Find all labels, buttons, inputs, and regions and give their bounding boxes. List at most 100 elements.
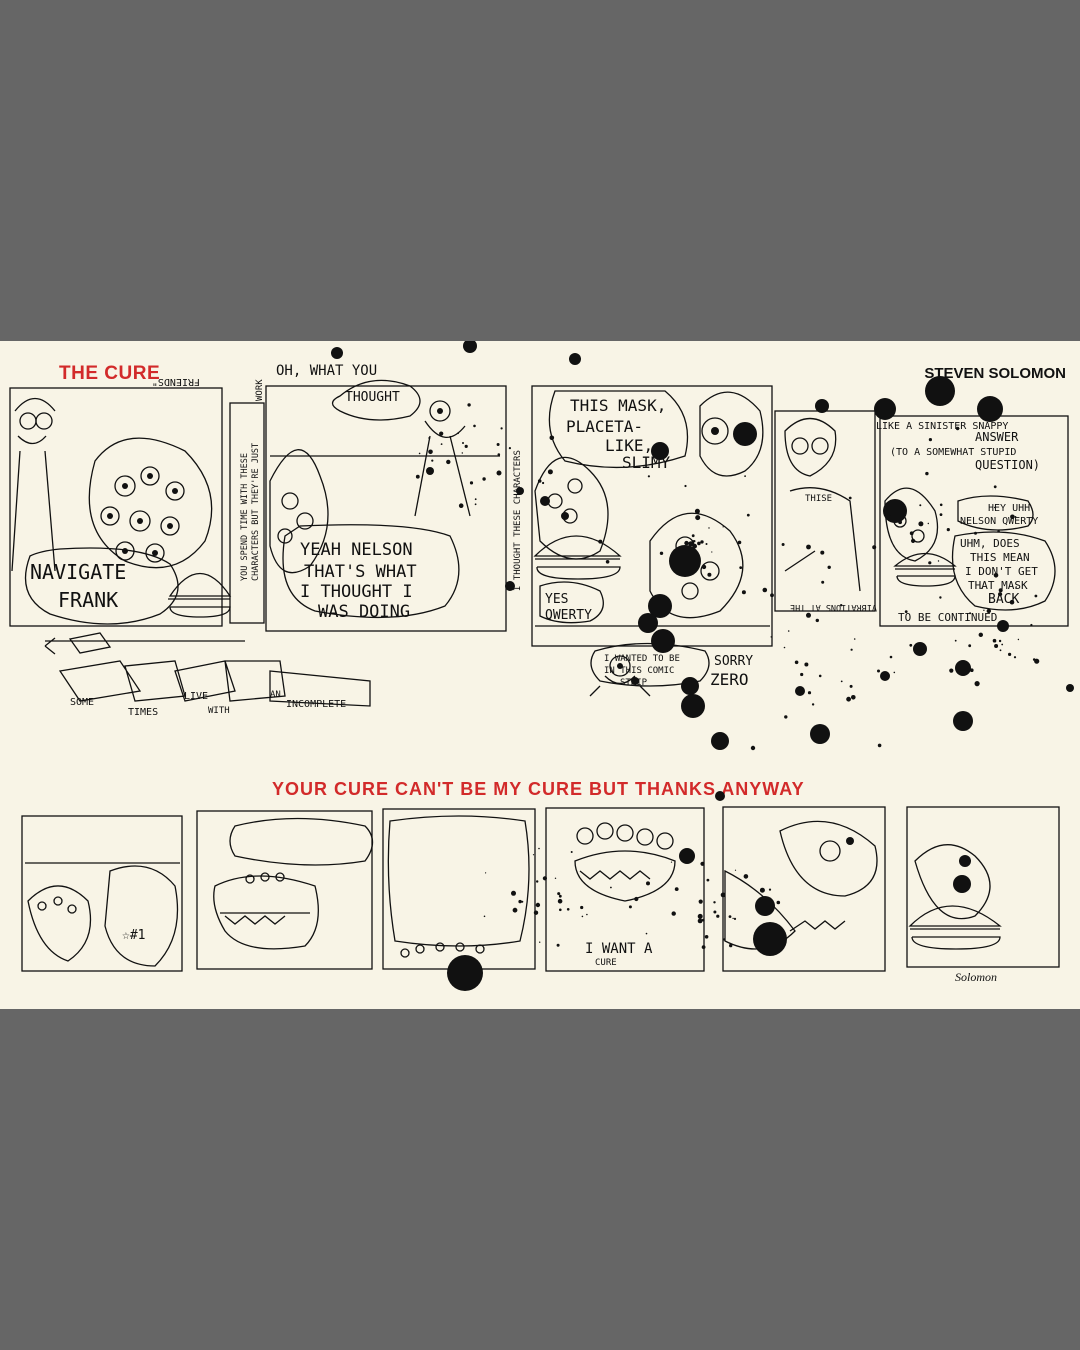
uhm-5: BACK bbox=[988, 592, 1019, 607]
ink-speck bbox=[701, 945, 706, 949]
ink-speck bbox=[937, 560, 940, 562]
author-name: STEVEN SOLOMON bbox=[924, 365, 1066, 382]
sorry-1: SORRY bbox=[714, 654, 753, 669]
ink-speck bbox=[716, 914, 720, 918]
ink-speck bbox=[708, 527, 710, 529]
ink-speck bbox=[998, 639, 1002, 643]
ink-speck bbox=[581, 915, 584, 918]
balloon-yeah-2: THAT'S WHAT bbox=[304, 562, 417, 582]
ink-speck bbox=[711, 551, 713, 553]
bottom-panel-6 bbox=[906, 806, 1060, 968]
ink-speck bbox=[806, 612, 811, 618]
ink-speck bbox=[853, 638, 856, 640]
ink-speck bbox=[701, 564, 707, 570]
ink-speck bbox=[980, 587, 982, 589]
ink-speck bbox=[994, 644, 999, 648]
thought-group-caption: I THOUGHT THESE CHARACTERS bbox=[513, 450, 523, 591]
ink-speck bbox=[781, 543, 785, 546]
ink-speck bbox=[558, 894, 562, 898]
yes-qwerty-2: QWERTY bbox=[545, 608, 592, 623]
comic-subtitle: YOUR CURE CAN'T BE MY CURE BUT THANKS AN… bbox=[272, 779, 805, 799]
side-caption-2: CHARACTERS BUT THEY'RE JUST bbox=[251, 443, 261, 581]
ink-speck bbox=[722, 526, 724, 528]
ink-speck bbox=[1034, 594, 1038, 598]
ink-speck bbox=[580, 905, 584, 910]
ink-speck bbox=[697, 913, 703, 919]
ink-speck bbox=[701, 918, 705, 922]
ink-speck bbox=[670, 861, 673, 863]
sometimes-6: INCOMPLETE bbox=[286, 699, 346, 710]
ink-speck bbox=[741, 590, 746, 595]
ink-speck bbox=[807, 691, 812, 695]
ink-speck bbox=[556, 943, 560, 947]
uhm-2: THIS MEAN bbox=[970, 551, 1030, 564]
sometimes-1: SOME bbox=[70, 697, 94, 708]
ink-speck bbox=[707, 572, 712, 577]
ink-speck bbox=[458, 503, 464, 508]
ink-speck bbox=[1034, 658, 1040, 664]
ink-speck bbox=[566, 908, 570, 911]
ink-speck bbox=[512, 907, 518, 913]
ink-speck bbox=[485, 872, 487, 874]
ink-speck bbox=[547, 469, 553, 475]
snappy-1: LIKE A SINISTER SNAPPY bbox=[876, 421, 1008, 432]
ink-speck bbox=[570, 851, 573, 853]
ink-speck bbox=[968, 644, 972, 648]
ink-speck bbox=[993, 573, 999, 578]
ink-speck bbox=[983, 609, 985, 611]
ink-speck bbox=[697, 541, 701, 546]
ink-speck bbox=[998, 592, 1003, 597]
ink-speck bbox=[610, 886, 612, 889]
ink-speck bbox=[827, 565, 831, 569]
ink-speck bbox=[598, 539, 603, 544]
top-panel-1 bbox=[9, 387, 232, 627]
ink-speck bbox=[497, 453, 501, 456]
ink-speck bbox=[695, 515, 701, 521]
ink-speck bbox=[746, 513, 750, 517]
ink-speck bbox=[428, 449, 433, 455]
ink-speck bbox=[872, 545, 877, 550]
ink-speck bbox=[728, 915, 732, 918]
ink-splatter bbox=[331, 341, 1074, 991]
top-panel-4: THISE VIBRATIONS AT THE bbox=[774, 410, 877, 612]
ink-speck bbox=[806, 544, 811, 550]
ink-speck bbox=[955, 426, 960, 431]
ink-speck bbox=[1014, 516, 1017, 518]
uhm-3: I DON'T GET bbox=[965, 565, 1038, 578]
svg-text:THISE: THISE bbox=[805, 494, 832, 504]
ink-speck bbox=[461, 452, 463, 454]
wanted-2: IN THIS COMIC bbox=[604, 666, 674, 676]
ink-speck bbox=[691, 540, 695, 543]
thought-bubble-text: THOUGHT bbox=[345, 390, 400, 405]
ink-speck bbox=[1001, 643, 1004, 646]
ink-speck bbox=[1030, 623, 1033, 627]
ink-speck bbox=[586, 913, 588, 916]
ink-speck bbox=[762, 587, 768, 593]
sometimes-3: LIVE bbox=[184, 691, 208, 702]
snappy-4: QUESTION) bbox=[975, 458, 1040, 472]
ink-speck bbox=[542, 481, 545, 485]
side-caption-1: YOU SPEND TIME WITH THESE bbox=[240, 453, 250, 581]
ink-speck bbox=[999, 649, 1002, 652]
ink-speck bbox=[911, 538, 916, 543]
ink-speck bbox=[815, 618, 819, 623]
ink-speck bbox=[889, 514, 891, 516]
ink-speck bbox=[840, 680, 843, 683]
ink-speck bbox=[787, 630, 790, 632]
ink-speck bbox=[706, 878, 710, 882]
ink-speck bbox=[713, 910, 717, 914]
ink-speck bbox=[647, 475, 651, 478]
ink-speck bbox=[692, 543, 697, 549]
ink-speck bbox=[474, 503, 477, 506]
ink-speck bbox=[998, 588, 1003, 593]
ink-speck bbox=[850, 648, 853, 651]
sometimes-4: WITH bbox=[208, 706, 230, 716]
ink-speck bbox=[898, 520, 902, 525]
balloon-navigate-2: FRANK bbox=[58, 588, 118, 612]
ink-speck bbox=[909, 643, 913, 647]
ink-speck bbox=[994, 640, 997, 643]
ink-speck bbox=[646, 881, 650, 886]
ink-speck bbox=[521, 900, 524, 903]
ink-speck bbox=[846, 696, 851, 702]
ink-speck bbox=[694, 508, 700, 514]
